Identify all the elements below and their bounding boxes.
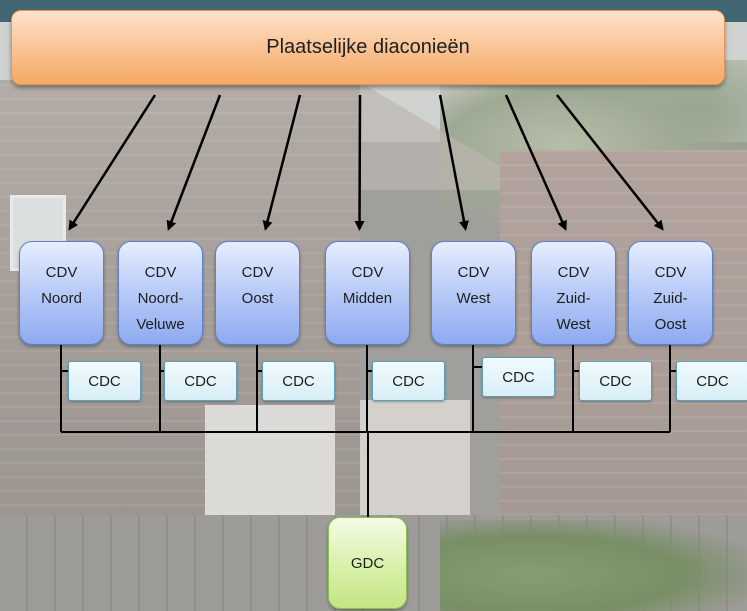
arrow [166, 94, 222, 231]
cdv-box: CDV Midden [325, 241, 410, 345]
top-box-label: Plaatselijke diaconieën [266, 36, 470, 58]
gdc-box: GDC [328, 517, 407, 609]
cdc-label: CDC [282, 372, 315, 390]
cdv-label-line: Noord- [137, 290, 184, 307]
cdc-box: CDC [372, 361, 445, 401]
cdc-label: CDC [696, 372, 729, 390]
hedge [440, 520, 747, 611]
cdv-label-line: CDV [45, 264, 78, 281]
plaatselijke-diaconieen-box: Plaatselijke diaconieën [11, 10, 725, 85]
arrow [504, 94, 567, 231]
entrance-door [360, 400, 470, 525]
cdv-label-line: Veluwe [136, 316, 185, 333]
cdv-label-line: Oost [654, 316, 687, 333]
cdv-label-line: CDV [557, 264, 590, 281]
arrows-group [68, 94, 664, 231]
arrow [556, 94, 664, 231]
cdc-box: CDC [164, 361, 237, 401]
gdc-label: GDC [350, 554, 385, 572]
cdv-label-line: Midden [342, 290, 393, 307]
arrow [68, 94, 157, 231]
cdv-box: CDV Zuid- Oost [628, 241, 713, 345]
cdv-label-line: CDV [144, 264, 177, 281]
arrow [262, 94, 302, 231]
arrow [438, 94, 469, 231]
cdc-box: CDC [579, 361, 652, 401]
cdc-label: CDC [392, 372, 425, 390]
cdc-label: CDC [599, 372, 632, 390]
cdv-label-line: West [556, 316, 591, 333]
cdv-label-line: CDV [654, 264, 687, 281]
garage-door [205, 405, 335, 525]
cdc-label: CDC [184, 372, 217, 390]
cdv-label-line: CDV [241, 264, 274, 281]
cdv-label-line: Zuid- [556, 290, 591, 307]
cdv-box: CDV West [431, 241, 516, 345]
cdv-label-line: Oost [241, 290, 274, 307]
cdv-box: CDV Oost [215, 241, 300, 345]
cdc-box: CDC [262, 361, 335, 401]
arrow [354, 94, 365, 231]
cdc-box: CDC [68, 361, 141, 401]
cdv-box: CDV Zuid- West [531, 241, 616, 345]
cdc-box: CDC [482, 357, 555, 397]
cdv-label-line: Zuid- [653, 290, 688, 307]
cdc-label: CDC [502, 368, 535, 386]
cdv-label-line: Noord [41, 290, 82, 307]
cdv-box: CDV Noord- Veluwe [118, 241, 203, 345]
cdv-label-line: West [456, 290, 491, 307]
cdc-box: CDC [676, 361, 747, 401]
hierarchy-lines [60, 345, 676, 517]
cdc-label: CDC [88, 372, 121, 390]
cdv-box: CDV Noord [19, 241, 104, 345]
cdv-label-line: CDV [351, 264, 384, 281]
cdv-label-line: CDV [457, 264, 490, 281]
